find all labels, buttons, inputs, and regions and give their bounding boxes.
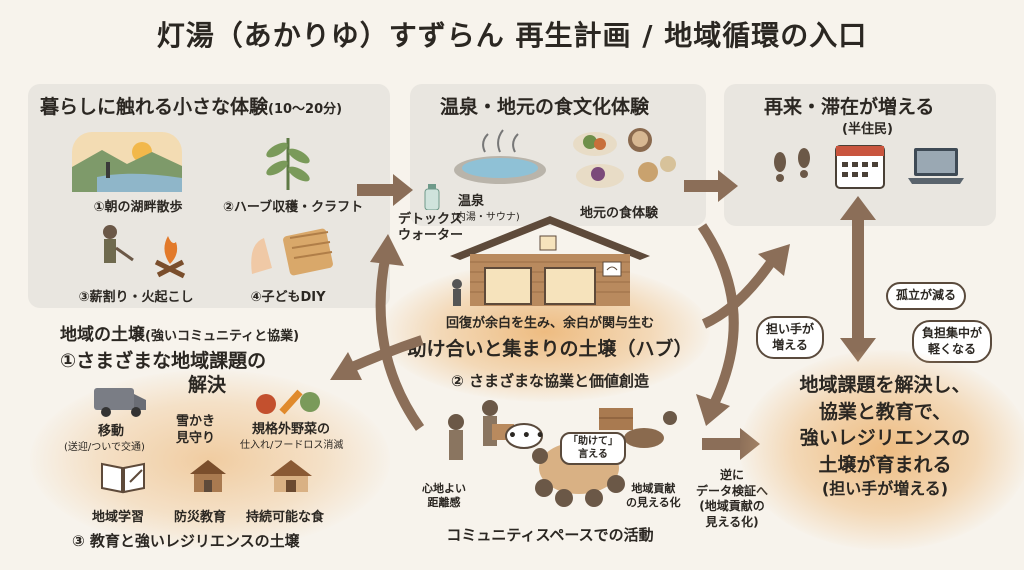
onsen-note: (内湯・サウナ) — [452, 212, 520, 223]
left-heading: 地域の土壌(強いコミュニティと協業) — [60, 325, 300, 345]
arrow-hub-curve-left — [370, 234, 425, 431]
arrow-left-to-center — [357, 174, 413, 206]
detox-water-label: デトックス ウォーター — [398, 212, 464, 243]
lake-walk-icon — [72, 132, 182, 192]
result-line1: 地域課題を解決し、 — [799, 374, 971, 396]
arrow-center-to-right — [684, 170, 738, 202]
result-text: 地域課題を解決し、 協業と教育で、 強いレジリエンスの 土壌が育まれる (担い手… — [760, 372, 1010, 501]
sustainable-house-icon — [270, 460, 312, 492]
van-icon — [94, 388, 146, 417]
learn-label: 地域学習 — [92, 510, 145, 525]
result-line5: (担い手が増える) — [821, 479, 949, 499]
community-caption: コミュニティスペースでの活動 — [446, 526, 654, 544]
result-line3: 強いレジリエンスの — [799, 427, 971, 450]
calendar-icon — [835, 145, 885, 189]
panel-left-heading: 暮らしに触れる小さな体験(10〜20分) — [40, 96, 343, 118]
wood-fire-icon — [103, 225, 186, 279]
onsen-label: 温泉 — [458, 194, 485, 209]
veg-note: 仕入れ/フードロス消滅 — [240, 440, 344, 451]
arrow-hub-curve-right — [696, 223, 739, 426]
result-line4: 土壌が育まれる — [818, 453, 952, 476]
disaster-label: 防災教育 — [174, 510, 227, 525]
onsen-icon — [454, 129, 546, 184]
panel-right-sub: (半住民) — [842, 122, 893, 137]
chat-ellipsis: • • • — [508, 428, 545, 444]
arrow-hub-to-right-top — [701, 244, 790, 329]
panel-right-heading: 再来・滞在が増える — [764, 96, 935, 118]
help-bubble: 「助けて」 言える — [560, 432, 626, 465]
kids-diy-icon — [251, 228, 333, 276]
laptop-icon — [908, 148, 964, 184]
herb-icon — [266, 138, 310, 190]
snow-label: 雪かき 見守り — [176, 414, 216, 446]
item-wood-fire: ③薪割り・火起こし — [78, 290, 194, 305]
local-food-icon — [573, 128, 676, 188]
hub-line2: 助け合いと集まりの土壌（ハブ） — [407, 338, 693, 360]
left-footer: ③ 教育と強いレジリエンスの土壌 — [72, 532, 300, 550]
hub-line3: ② さまざまな協業と価値創造 — [451, 372, 649, 390]
disaster-house-icon — [190, 460, 226, 492]
item-kids-diy: ④子どもDIY — [250, 290, 326, 305]
move-note: (送迎/ついで交通) — [64, 442, 145, 453]
arrow-hub-to-left — [330, 335, 424, 380]
arrow-vertical-double — [840, 196, 876, 362]
item-herb-craft: ②ハーブ収穫・クラフト — [222, 200, 364, 215]
panel-center-heading: 温泉・地元の食文化体験 — [440, 96, 650, 118]
food-label: 地元の食体験 — [580, 206, 659, 221]
move-label: 移動 — [98, 424, 125, 439]
item-lake-walk: ①朝の湖畔散歩 — [93, 200, 183, 215]
food-sustain-label: 持続可能な食 — [246, 510, 325, 525]
page-title: 灯湯（あかりゆ）すずらん 再生計画 / 地域循環の入口 — [156, 19, 868, 52]
book-icon — [101, 462, 145, 494]
footprints-icon — [774, 148, 810, 182]
distance-label: 心地よい 距離感 — [422, 482, 466, 510]
panel-small-experiences: 暮らしに触れる小さな体験(10〜20分) ①朝の湖畔散歩 ②ハーブ収穫・クラフト… — [28, 84, 390, 308]
house-icon — [450, 216, 650, 306]
bubble-workers: 担い手が 増える — [756, 316, 825, 360]
left-sub1: ①さまざまな地域課題の — [60, 350, 267, 372]
left-glow — [30, 370, 390, 550]
result-glow — [740, 350, 1024, 550]
panel-onsen-food: 温泉・地元の食文化体験 温泉 (内湯・サウナ) 地元の食体験 — [410, 84, 706, 226]
left-sub2: 解決 — [188, 374, 227, 396]
vegetables-icon — [256, 389, 320, 415]
water-bottle-icon — [424, 184, 440, 210]
contribution-label: 地域貢献 の見える化 — [626, 482, 681, 510]
hub-line1: 回復が余白を生み、余白が関与生む — [445, 316, 654, 331]
result-line2: 協業と教育で、 — [818, 400, 952, 423]
bubble-isolation: 孤立が減る — [886, 282, 967, 310]
veg-label: 規格外野菜の — [252, 422, 331, 437]
